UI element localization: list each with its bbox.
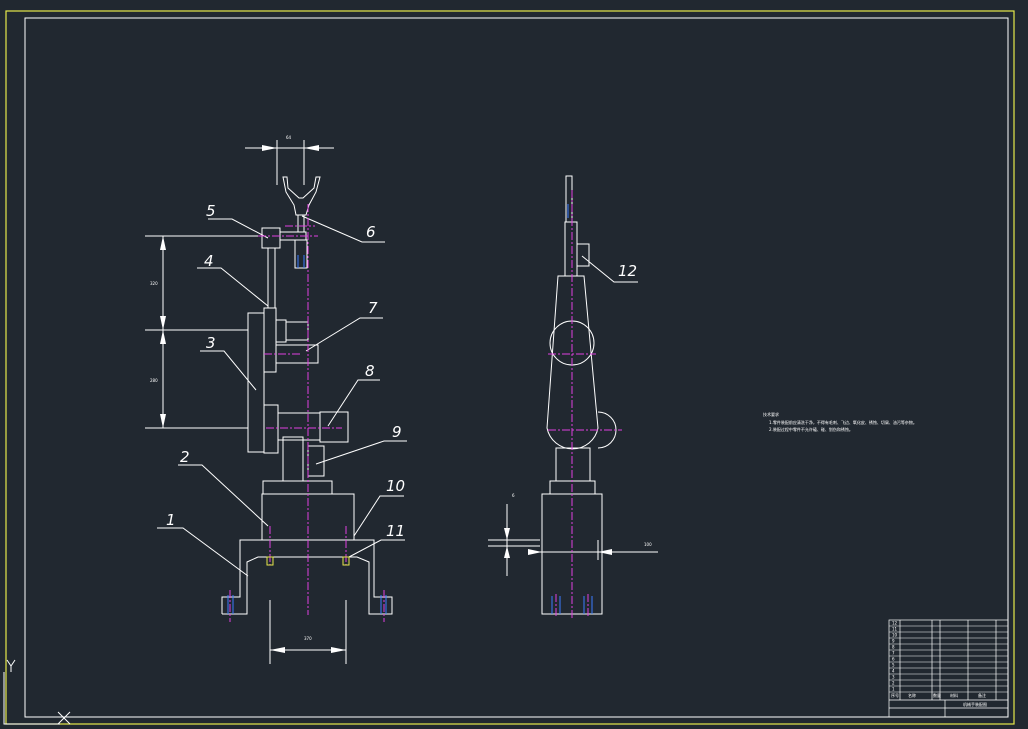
leader-12 [581,255,638,283]
dimension-values: 64 320 280 370 6 100 [150,135,652,641]
side-arm [546,275,599,450]
arm-plate [263,404,279,454]
label-11: 11 [386,522,405,540]
label-12: 12 [618,262,637,280]
title-block-row-number: 1 [892,687,895,692]
part-7-upper [275,319,287,343]
tb-header-3: 材料 [950,692,958,698]
dim-upper-height: 320 [150,281,158,286]
label-9: 9 [392,423,402,441]
side-gripper-rod [565,175,573,223]
label-4: 4 [204,252,214,270]
title-block-row-number: 3 [892,675,895,680]
front-centerlines [229,204,385,622]
part-6-cylinder [294,239,308,269]
part-number-labels: 1 2 3 4 5 6 7 8 9 10 11 12 [166,202,637,540]
part-8-motor [319,411,349,443]
ucs-y-axis-icon [3,672,60,725]
label-2: 2 [180,448,190,466]
leader-5 [208,218,269,239]
leader-3 [200,350,257,391]
leader-4 [197,267,269,307]
front-view [145,140,407,664]
label-7: 7 [368,299,378,317]
part-4-upper [267,247,276,309]
side-wrist [564,221,578,277]
title-block-row-number: 6 [892,657,895,662]
part-7-shaft [285,321,309,341]
title-block-row-number: 10 [892,633,898,638]
side-centerlines [548,190,622,620]
title-block-header: 序号 名称 数量 材料 备注 [891,692,986,698]
title-block-row-number: 5 [892,663,895,668]
ucs-icon [3,659,71,725]
tb-header-2: 数量 [933,692,941,698]
notes-title: 技术要求 [763,411,779,417]
side-hidden-parts [551,204,593,614]
leader-6 [301,215,385,243]
notes-line-1: 1.零件装配前应清洗干净，不得有毛刺、飞边、氧化皮、锈蚀、切屑、油污等杂物。 [769,419,917,425]
label-8: 8 [365,362,375,380]
title-block [888,619,1009,718]
front-bolts [266,556,350,566]
leader-11 [348,539,405,558]
side-view [488,175,658,615]
gripper [282,176,321,216]
part-3-arm [247,312,265,453]
leader-2 [178,464,269,527]
title-block-row-number: 7 [892,651,895,656]
title-block-row-number: 2 [892,681,895,686]
outer-border [5,10,1015,725]
label-5: 5 [206,202,216,220]
tb-header-0: 序号 [891,692,899,698]
side-column [555,447,591,482]
leader-1 [157,527,249,577]
base-outline [221,539,393,615]
dim-side-width: 100 [644,542,652,547]
dim-lower-height: 280 [150,378,158,383]
title-block-drawing-name: 机械手装配图 [963,701,987,707]
part-9-cylinder [307,445,325,477]
title-block-row-number: 8 [892,645,895,650]
inner-border [24,17,1009,718]
dim-base-width: 370 [304,636,312,641]
leader-9 [315,440,407,465]
notes-line-2: 2.装配过程中零件不允许磕、碰、划伤和锈蚀。 [769,426,853,432]
part-4-plate [263,307,277,373]
dim-side-small: 6 [512,493,515,498]
tb-header-4: 备注 [978,692,986,698]
title-block-row-number: 9 [892,639,895,644]
leader-8 [327,379,380,427]
technical-notes: 技术要求 1.零件装配前应清洗干净，不得有毛刺、飞边、氧化皮、锈蚀、切屑、油污等… [763,411,917,432]
front-hidden-parts [227,255,387,614]
part-2-flange [262,480,333,495]
label-6: 6 [366,223,376,241]
tb-header-1: 名称 [908,692,916,698]
label-1: 1 [166,511,176,529]
part-8-joint [277,412,321,441]
leader-7 [305,317,383,352]
title-block-row-number: 12 [892,621,898,626]
label-10: 10 [386,477,405,495]
title-block-row-number: 4 [892,669,895,674]
side-wrist-block [576,243,590,267]
column [282,436,304,482]
dim-top-width: 64 [286,135,292,140]
title-block-row-number: 11 [892,627,898,632]
part-5-wrist [261,227,281,249]
leader-10 [353,495,404,537]
dimension-arrows [160,145,612,653]
label-3: 3 [206,334,216,352]
